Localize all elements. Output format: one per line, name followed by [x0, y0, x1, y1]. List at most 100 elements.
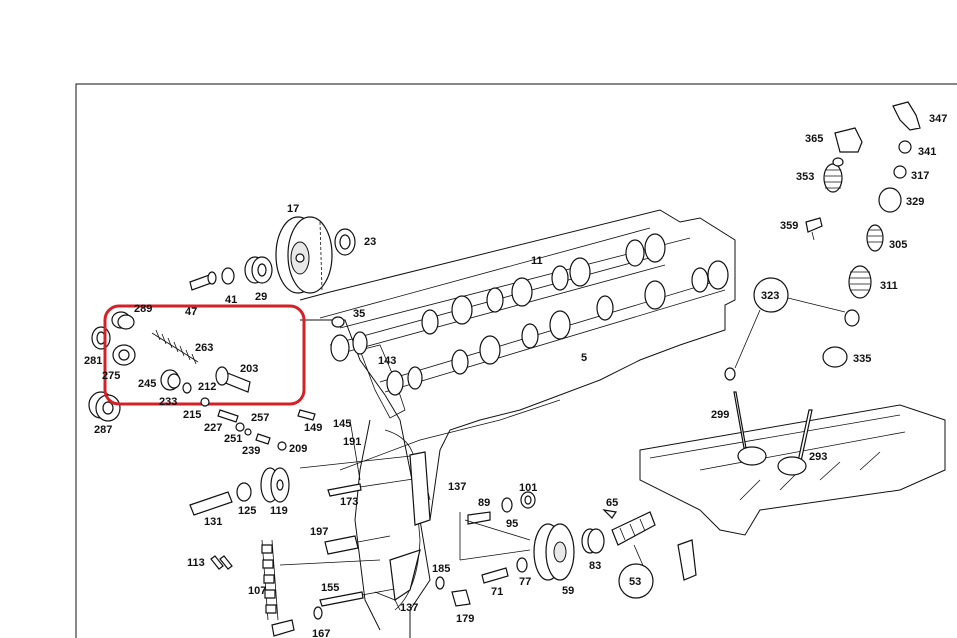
label-365: 365	[805, 133, 823, 145]
seal-275	[112, 344, 136, 366]
cup-329	[878, 187, 902, 213]
sprocket-119	[260, 454, 421, 503]
ring-212	[182, 382, 192, 394]
label-101: 101	[519, 482, 537, 494]
shaft-131	[189, 491, 233, 516]
spring-353	[823, 157, 844, 193]
link-113	[210, 555, 233, 570]
label-89: 89	[478, 497, 490, 509]
label-47: 47	[185, 306, 197, 318]
chain-107	[261, 539, 381, 621]
piston-203	[215, 366, 251, 393]
callout-circle-323	[734, 277, 846, 369]
label-215: 215	[183, 409, 201, 421]
label-197: 197	[310, 526, 328, 538]
bolt-71	[481, 567, 509, 584]
label-83: 83	[589, 560, 601, 572]
bolt-149	[297, 409, 316, 421]
label-203: 203	[240, 363, 258, 375]
label-53: 53	[629, 576, 641, 588]
tensioner-rail-137	[374, 451, 431, 611]
washer-77	[516, 557, 528, 573]
label-251: 251	[224, 433, 242, 445]
hub-83	[581, 528, 605, 554]
label-131: 131	[204, 516, 222, 528]
washer-41	[221, 267, 235, 285]
spring-263	[151, 329, 199, 365]
label-275: 275	[102, 370, 120, 382]
small-parts-215-257	[200, 397, 287, 451]
label-137b: 137	[400, 602, 418, 614]
retainer-317	[893, 165, 907, 179]
label-17: 17	[287, 203, 299, 215]
label-95: 95	[506, 518, 518, 530]
label-137a: 137	[448, 481, 466, 493]
label-209: 209	[289, 443, 307, 455]
clip-365	[834, 127, 863, 153]
bolt-173	[327, 477, 421, 497]
label-323: 323	[761, 290, 779, 302]
key-65	[602, 509, 618, 519]
washer-95	[501, 497, 513, 513]
cap-287	[88, 391, 121, 422]
label-23: 23	[364, 236, 376, 248]
clip-347	[892, 101, 921, 131]
label-257: 257	[251, 412, 269, 424]
bolt-47	[189, 271, 217, 291]
label-35: 35	[353, 308, 365, 320]
label-173: 173	[340, 496, 358, 508]
camshaft-11	[330, 233, 666, 362]
label-263: 263	[195, 342, 213, 354]
label-227: 227	[204, 422, 222, 434]
label-119: 119	[270, 505, 288, 517]
label-149: 149	[304, 422, 322, 434]
camshaft-sprocket-17	[275, 216, 333, 294]
label-71: 71	[491, 586, 503, 598]
label-287: 287	[94, 424, 112, 436]
valve-293	[777, 409, 813, 476]
camshaft-5	[386, 260, 729, 396]
label-41: 41	[225, 294, 237, 306]
label-145: 145	[333, 418, 351, 430]
label-329: 329	[906, 196, 924, 208]
label-335: 335	[853, 353, 871, 365]
label-113: 113	[187, 557, 205, 569]
label-359: 359	[780, 220, 798, 232]
callout-labels: 347 365 341 353 317 329 359 305 311 323 …	[84, 113, 947, 638]
diagram-frame	[75, 83, 957, 638]
label-311: 311	[880, 280, 898, 292]
valve-keeper	[724, 367, 736, 381]
label-293: 293	[809, 451, 827, 463]
label-347: 347	[929, 113, 947, 125]
cap-289	[111, 311, 135, 330]
seal-359	[805, 217, 823, 241]
label-125: 125	[238, 505, 256, 517]
gear-59	[533, 523, 575, 581]
label-299: 299	[711, 409, 729, 421]
cap-323b	[844, 309, 860, 327]
label-11: 11	[531, 255, 543, 267]
bolt-197	[324, 535, 391, 555]
spring-305	[866, 224, 884, 252]
label-281: 281	[84, 355, 102, 367]
label-155: 155	[321, 582, 339, 594]
label-317: 317	[911, 170, 929, 182]
washer-167b	[313, 606, 323, 620]
leader-lines-89-101	[459, 512, 531, 561]
label-107: 107	[248, 585, 266, 597]
label-191: 191	[343, 436, 361, 448]
washer-185	[435, 576, 445, 590]
collet-341	[898, 140, 912, 154]
bolt-167	[271, 619, 295, 637]
washer-23	[334, 228, 356, 256]
label-341: 341	[918, 146, 936, 158]
label-239: 239	[242, 445, 260, 457]
label-77: 77	[519, 576, 531, 588]
bearing-29	[244, 256, 273, 284]
lifter-335	[822, 346, 848, 368]
label-185: 185	[432, 563, 450, 575]
plug-245	[160, 369, 181, 391]
spring-311	[848, 265, 872, 299]
label-143: 143	[378, 355, 396, 367]
